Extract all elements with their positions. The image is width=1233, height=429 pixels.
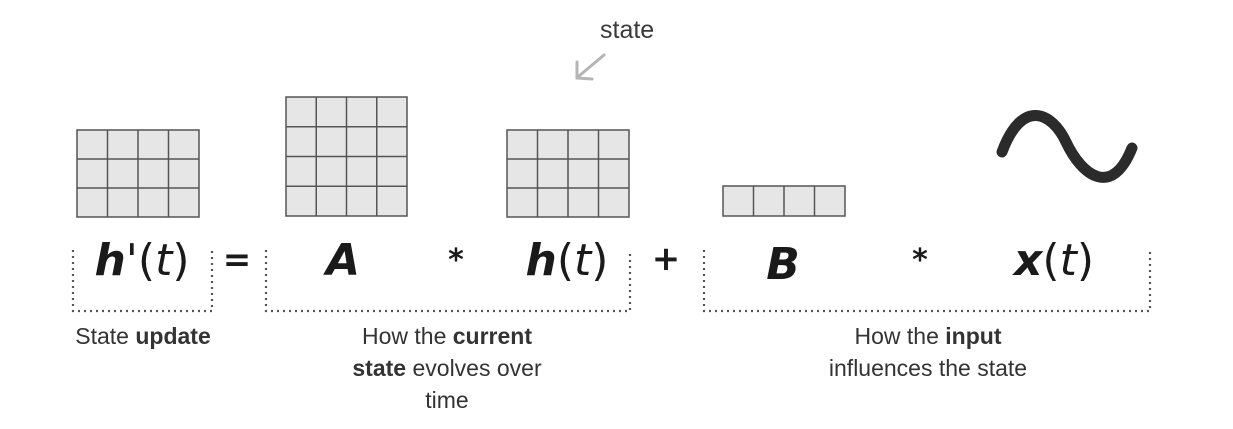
paren-open: ( xyxy=(137,235,156,286)
caption-current-state: How the current state evolves over time xyxy=(352,320,541,416)
h-prime-symbol: h xyxy=(94,235,126,286)
term-h: h(t) xyxy=(526,239,609,283)
matrix-a xyxy=(285,96,408,217)
caption-state-update: State update xyxy=(75,320,211,352)
term-x: x(t) xyxy=(1014,239,1094,283)
argument-t: t xyxy=(1059,235,1077,286)
term-h-prime: h'(t) xyxy=(94,239,189,283)
matrix-h xyxy=(506,129,630,218)
matrix-b xyxy=(722,185,846,217)
state-annotation: state xyxy=(600,16,655,44)
plus-sign: + xyxy=(651,239,681,279)
caption-input-line-2: influences the state xyxy=(828,355,1028,381)
caption-current-post: evolves over xyxy=(406,355,542,381)
bracket-update xyxy=(71,250,214,313)
state-arrow xyxy=(575,53,606,81)
caption-input: How the input influences the state xyxy=(829,320,1027,384)
caption-input-line-1: How the input xyxy=(829,320,1027,352)
paren-open: ( xyxy=(1042,235,1060,286)
caption-update-bold: update xyxy=(135,323,211,349)
wave-icon xyxy=(996,110,1138,183)
argument-t: t xyxy=(155,235,173,286)
paren-open: ( xyxy=(556,235,575,286)
argument-t: t xyxy=(574,235,592,286)
caption-state-bold: state xyxy=(352,355,407,381)
bracket-input xyxy=(702,250,1152,313)
caption-input-pre: How the xyxy=(854,323,946,349)
paren-close: ) xyxy=(172,235,190,286)
h-symbol: h xyxy=(525,235,557,286)
multiply-sign-1: * xyxy=(448,243,464,278)
term-a: A xyxy=(326,239,360,283)
x-symbol: x xyxy=(1014,235,1043,286)
caption-current-line-2: state evolves over xyxy=(352,352,541,384)
matrix-h-prime xyxy=(76,129,200,218)
equals-sign: = xyxy=(222,240,252,280)
term-b: B xyxy=(766,243,800,287)
multiply-sign-2: * xyxy=(912,243,928,278)
caption-current-line-1: How the current xyxy=(352,320,541,352)
prime-mark: ' xyxy=(125,235,138,286)
caption-update-pre: State xyxy=(75,323,136,349)
bracket-current xyxy=(264,250,632,313)
caption-current-line-3: time xyxy=(425,387,469,413)
brackets xyxy=(71,250,1152,313)
a-symbol: A xyxy=(325,235,361,286)
b-symbol: B xyxy=(766,239,800,290)
paren-close: ) xyxy=(1076,235,1094,286)
caption-current-pre: How the xyxy=(361,323,453,349)
caption-current-bold: current xyxy=(452,323,532,349)
paren-close: ) xyxy=(591,235,609,286)
caption-input-bold: input xyxy=(945,323,1002,349)
